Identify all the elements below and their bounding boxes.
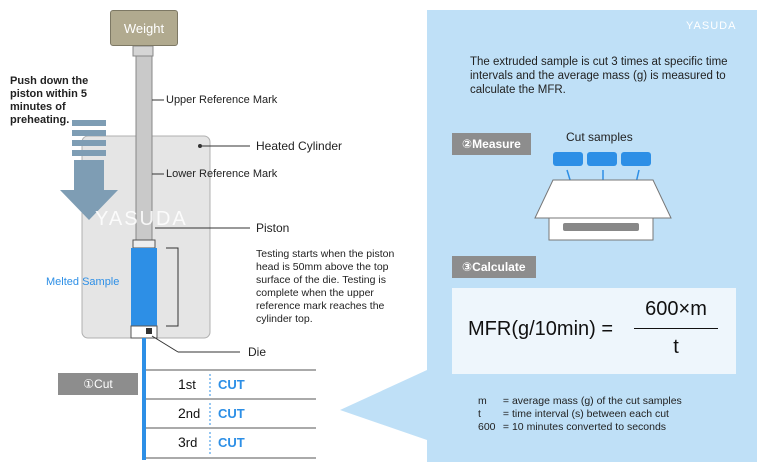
- formula-numerator: 600×m: [645, 298, 707, 320]
- push-arrow: [60, 120, 118, 220]
- cut-sample-1: [553, 152, 583, 166]
- cut-row-3: 3rd CUT: [146, 429, 316, 457]
- piston-label: Piston: [256, 221, 290, 235]
- cut-ordinal: 1st: [178, 376, 196, 392]
- extruded-strand: [142, 338, 146, 460]
- definitions: m = average mass (g) of the cut samples …: [478, 395, 682, 434]
- melted-sample-label: Melted Sample: [46, 276, 120, 288]
- cut-word: CUT: [218, 435, 245, 450]
- scale-display: [563, 223, 639, 231]
- cut-row-1: 1st CUT: [146, 371, 316, 399]
- melted-sample: [131, 248, 157, 326]
- cut-row-2: 2nd CUT: [146, 400, 316, 428]
- panel-pointer: [340, 370, 427, 440]
- panel-description: The extruded sample is cut 3 times at sp…: [470, 56, 728, 96]
- scale-pan: [534, 179, 672, 219]
- definition-600: 600 = 10 minutes converted to seconds: [478, 421, 667, 433]
- formula-box: MFR(g/10min) = 600×m t: [452, 288, 736, 374]
- heated-cylinder-label: Heated Cylinder: [256, 139, 343, 153]
- cut-word: CUT: [218, 377, 245, 392]
- calculate-step-badge: ③Calculate: [452, 256, 536, 278]
- measure-step-badge: ②Measure: [452, 133, 531, 155]
- piston-head: [132, 239, 156, 249]
- yasuda-logo: YASUDA: [686, 20, 737, 32]
- measure-illustration: [534, 152, 672, 241]
- upper-reference-label: Upper Reference Mark: [166, 94, 278, 106]
- cut-sample-3: [621, 152, 651, 166]
- watermark: YASUDA: [95, 208, 188, 230]
- formula-denominator: t: [673, 336, 679, 358]
- push-instruction: Push down the piston within 5 minutes of…: [10, 75, 89, 126]
- definition-m: m = average mass (g) of the cut samples: [478, 395, 682, 407]
- cut-samples-label: Cut samples: [566, 130, 633, 144]
- weight: Weight: [110, 10, 178, 46]
- cut-row-lines: [146, 369, 316, 459]
- cut-ordinal: 2nd: [178, 405, 201, 421]
- lower-reference-label: Lower Reference Mark: [166, 168, 278, 180]
- formula-fraction-bar: [634, 328, 718, 329]
- cut-sample-2: [587, 152, 617, 166]
- testing-description: Testing starts when the piston head is 5…: [256, 248, 395, 325]
- cut-word: CUT: [218, 406, 245, 421]
- cut-step-badge: ①Cut: [58, 373, 138, 395]
- formula-lhs: MFR(g/10min) =: [468, 318, 614, 340]
- die-label: Die: [248, 345, 267, 359]
- cut-ordinal: 3rd: [178, 434, 198, 450]
- definition-t: t = time interval (s) between each cut: [478, 408, 669, 420]
